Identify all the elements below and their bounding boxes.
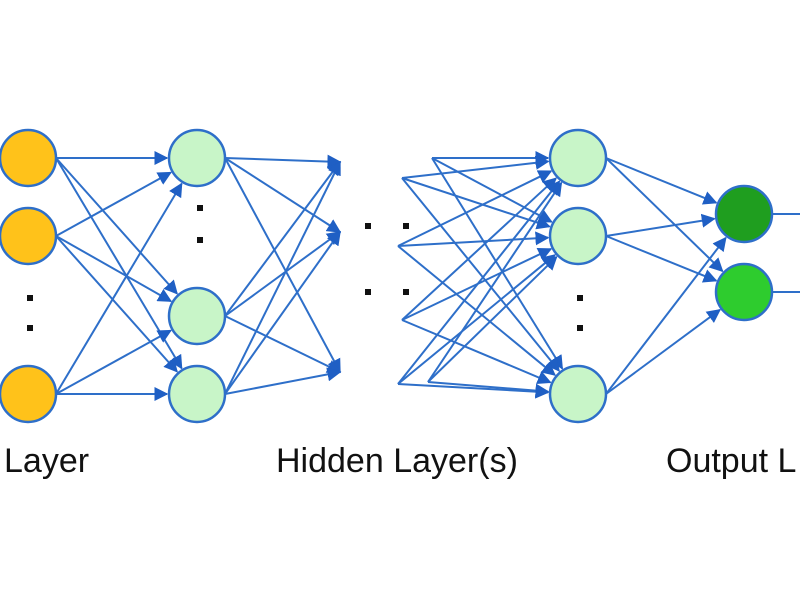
neurons: [0, 128, 774, 424]
hidden-to-hidden-arrow: [397, 254, 556, 385]
hidden-to-hidden-arrow: [224, 230, 341, 395]
ellipsis-dot: [27, 325, 33, 331]
hidden-to-hidden-arrow: [401, 155, 550, 179]
hidden-layer-label: Hidden Layer(s): [276, 442, 518, 480]
connections: [55, 151, 800, 401]
hidden-to-hidden-arrow: [224, 315, 342, 373]
ellipsis-dot: [27, 295, 33, 301]
hidden-to-hidden-arrow: [224, 154, 342, 169]
hidden-to-hidden-arrow: [427, 255, 558, 383]
hidden-to-hidden-arrow: [401, 319, 552, 384]
input-to-hidden-arrow: [55, 182, 183, 395]
ellipsis-dots: [27, 205, 583, 331]
hidden-to-hidden-arrow: [397, 180, 561, 385]
input-to-hidden-arrow: [55, 235, 173, 303]
input-layer-label: Layer: [4, 442, 90, 480]
hidden-to-output-arrow: [605, 235, 718, 283]
hidden-neuron: [548, 206, 608, 266]
hidden-to-hidden-arrow: [397, 231, 550, 247]
hidden-neuron: [548, 128, 608, 188]
input-to-hidden-arrow: [55, 329, 172, 395]
input-to-hidden-arrow: [55, 235, 178, 373]
hidden-neuron: [167, 286, 227, 346]
output-neuron: [714, 262, 774, 322]
ellipsis-dot: [365, 289, 371, 295]
hidden-to-hidden-arrow: [224, 157, 342, 233]
hidden-to-hidden-arrow: [427, 181, 563, 383]
output-neuron: [714, 184, 774, 244]
ellipsis-dot: [577, 325, 583, 331]
hidden-to-hidden-arrow: [401, 177, 560, 372]
hidden-to-output-arrow: [605, 236, 727, 395]
ellipsis-dot: [577, 295, 583, 301]
input-to-hidden-arrow: [55, 171, 172, 237]
hidden-to-output-arrow: [605, 213, 716, 237]
hidden-to-hidden-arrow: [401, 177, 551, 230]
hidden-to-hidden-arrow: [427, 381, 550, 398]
hidden-to-hidden-arrow: [431, 157, 553, 223]
hidden-neuron: [167, 364, 227, 424]
input-to-hidden-arrow: [55, 157, 178, 295]
hidden-neuron: [548, 364, 608, 424]
hidden-to-hidden-arrow: [224, 160, 341, 395]
ellipsis-dot: [365, 223, 371, 229]
hidden-to-hidden-arrow: [224, 367, 342, 395]
ellipsis-dot: [197, 205, 203, 211]
hidden-to-hidden-arrow: [401, 177, 557, 321]
input-to-hidden-arrow: [55, 157, 183, 370]
ellipsis-dot: [197, 237, 203, 243]
ellipsis-dot: [403, 223, 409, 229]
hidden-to-output-arrow: [605, 308, 722, 395]
hidden-to-hidden-arrow: [397, 170, 553, 247]
hidden-to-hidden-arrow: [397, 383, 550, 399]
input-neuron: [0, 364, 58, 424]
hidden-to-output-arrow: [605, 157, 724, 273]
input-neuron: [0, 206, 58, 266]
ellipsis-dot: [403, 289, 409, 295]
hidden-to-hidden-arrow: [224, 157, 341, 374]
hidden-to-hidden-arrow: [224, 160, 341, 317]
input-neuron: [0, 128, 58, 188]
hidden-to-output-arrow: [605, 157, 718, 205]
hidden-to-hidden-arrow: [431, 157, 564, 370]
hidden-neuron: [167, 128, 227, 188]
hidden-to-hidden-arrow: [224, 231, 342, 317]
output-layer-label: Output L: [666, 442, 797, 480]
